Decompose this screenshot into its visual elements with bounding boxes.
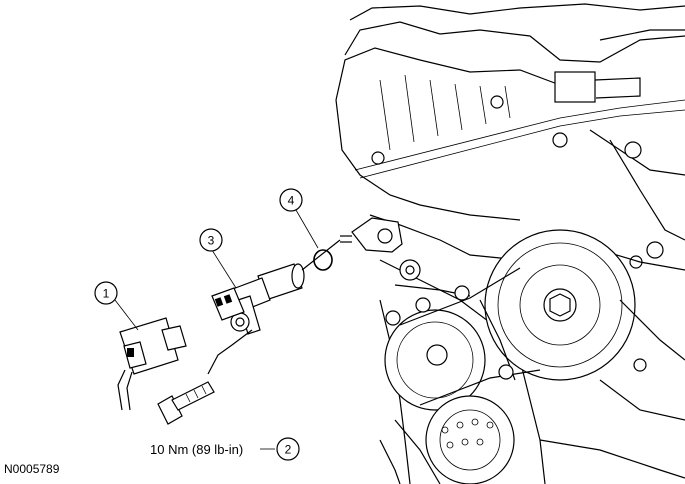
callout-1-leader <box>114 299 139 331</box>
crankshaft-position-sensor <box>207 263 305 375</box>
torque-spec: 10 Nm (89 lb-in) <box>150 442 244 457</box>
sensor-bolt <box>157 381 215 425</box>
callout-2-label: 2 <box>285 443 292 457</box>
callout-3-label: 3 <box>208 234 215 248</box>
callout-4-label: 4 <box>288 194 295 208</box>
callout-1-label: 1 <box>103 287 110 301</box>
callout-3: 3 <box>199 228 223 252</box>
callout-4-leader <box>295 209 319 249</box>
callout-2: 2 <box>276 437 300 461</box>
callout-3-leader <box>211 249 237 289</box>
engine-block <box>335 3 685 484</box>
figure-id: N0005789 <box>4 462 60 476</box>
electrical-connector <box>117 317 187 411</box>
callout-4: 4 <box>279 188 303 212</box>
callout-1: 1 <box>94 281 118 305</box>
